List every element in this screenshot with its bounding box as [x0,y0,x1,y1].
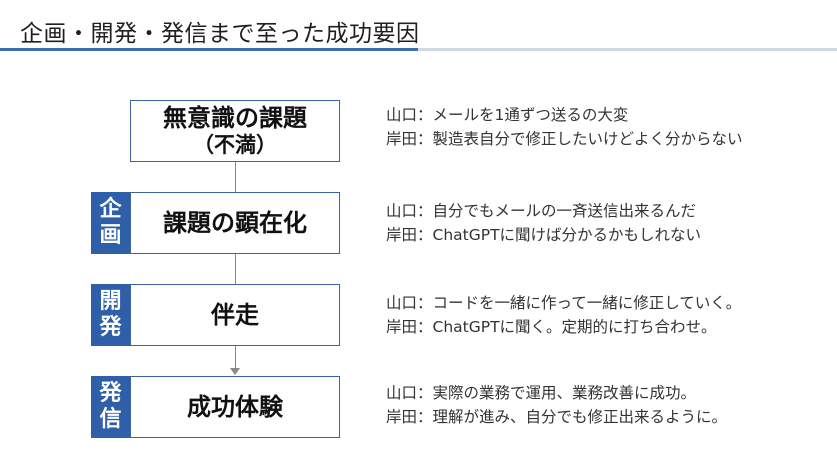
note-yamaguchi: 山口：自分でもメールの一斉送信出来るんだ [386,202,697,220]
step-box-success-experience: 成功体験 [130,376,340,438]
step-box-unconscious-issue: 無意識の課題 （不満） [130,100,340,162]
phase-tag-char: 企 [99,197,122,222]
note-kishida: 岸田：製造表自分で修正したいけどよく分からない [386,130,743,148]
connector-arrowhead [230,368,240,375]
step-label: 無意識の課題 [163,104,307,132]
title-underline-accent [0,48,418,51]
step-sublabel: （不満） [193,133,277,157]
step-box-issue-surfacing: 課題の顕在化 [130,192,340,254]
note-yamaguchi: 山口：メールを1通ずつ送るの大変 [386,106,629,124]
note-kishida: 岸田：ChatGPTに聞く。定期的に打ち合わせ。 [386,318,717,336]
note-yamaguchi: 山口：実際の業務で運用、業務改善に成功。 [386,384,697,402]
phase-tag-char: 発 [99,315,122,340]
step-label: 課題の顕在化 [163,209,307,237]
note-kishida: 岸田：理解が進み、自分でも修正出来るように。 [386,408,728,426]
connector-line [235,254,236,284]
phase-tag-char: 開 [99,289,122,314]
phase-tag-planning: 企 画 [91,192,130,254]
title-underline [418,48,837,51]
step-notes: 山口：コードを一緒に作って一緒に修正していく。 岸田：ChatGPTに聞く。定期… [386,291,741,339]
note-yamaguchi: 山口：コードを一緒に作って一緒に修正していく。 [386,294,742,312]
step-notes: 山口：実際の業務で運用、業務改善に成功。 岸田：理解が進み、自分でも修正出来るよ… [386,381,727,429]
connector-line [235,162,236,192]
step-label: 成功体験 [187,393,283,421]
connector-line [235,346,236,369]
step-notes: 山口：自分でもメールの一斉送信出来るんだ 岸田：ChatGPTに聞けば分かるかも… [386,199,701,247]
step-notes: 山口：メールを1通ずつ送るの大変 岸田：製造表自分で修正したいけどよく分からない [386,103,743,151]
phase-tag-dissemination: 発 信 [91,376,130,438]
step-box-accompaniment: 伴走 [130,284,340,346]
page-title: 企画・開発・発信まで至った成功要因 [20,21,420,47]
note-kishida: 岸田：ChatGPTに聞けば分かるかもしれない [386,226,702,244]
phase-tag-char: 画 [99,223,122,248]
phase-tag-char: 信 [99,407,122,432]
step-label: 伴走 [211,301,259,329]
phase-tag-char: 発 [99,381,122,406]
phase-tag-development: 開 発 [91,284,130,346]
